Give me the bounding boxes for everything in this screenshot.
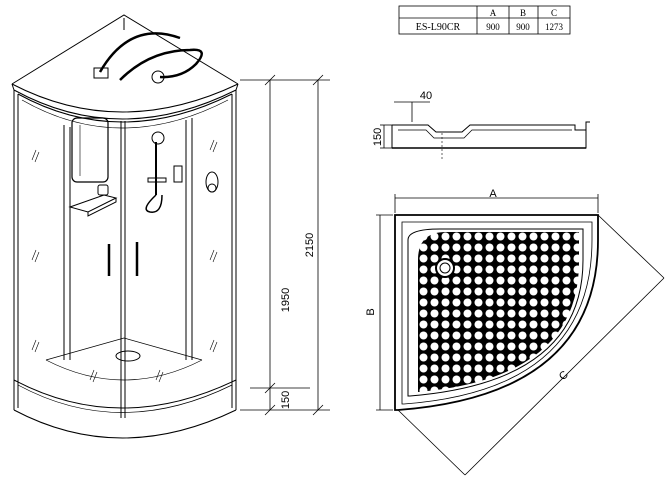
cabin-dimension-lines [240, 74, 330, 416]
plan-diagonal-label: C [557, 369, 571, 383]
spec-table [398, 5, 571, 35]
tray-profile-section [380, 101, 590, 160]
plan-width-label: A [489, 188, 497, 200]
spec-value-c: 1273 [545, 22, 564, 32]
total-height-label: 2150 [304, 233, 316, 257]
shower-cabin-drawing [11, 14, 239, 439]
tray-height-label-profile: 150 [372, 128, 384, 146]
tray-height-label-cabin: 150 [280, 391, 292, 409]
spec-header-b: B [520, 8, 526, 18]
spec-header-a: A [490, 8, 497, 18]
spec-value-a: 900 [486, 22, 500, 32]
plan-dimension-lines [376, 194, 665, 476]
tray-anti-slip-pattern [418, 232, 579, 392]
spec-header-c: C [551, 8, 557, 18]
tray-plan-view [394, 214, 599, 411]
plan-depth-label: B [365, 308, 377, 315]
cabin-height-label: 1950 [280, 288, 292, 312]
tray-drain [435, 258, 455, 278]
spec-model-name: ES-L90CR [416, 22, 461, 33]
spec-value-b: 900 [516, 22, 530, 32]
rim-width-label: 40 [420, 90, 432, 102]
